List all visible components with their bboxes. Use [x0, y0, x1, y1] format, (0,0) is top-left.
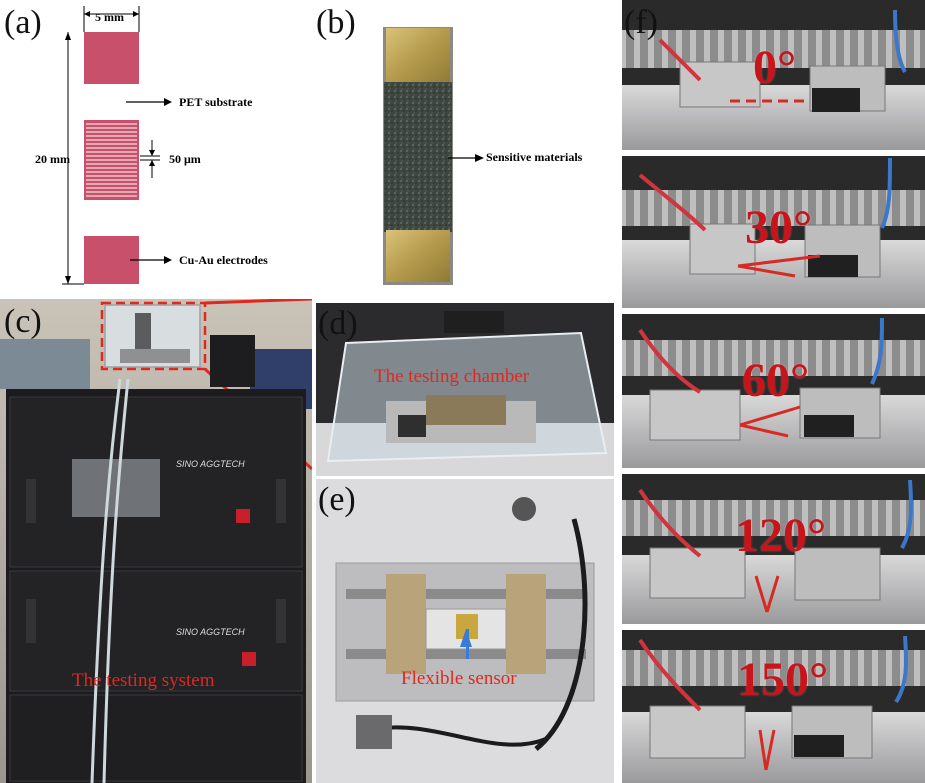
- gap-label: 50 μm: [169, 152, 201, 166]
- electrode-label: Cu-Au electrodes: [179, 253, 268, 267]
- angle-label-30: 30°: [745, 201, 813, 254]
- panel-f: (f) 0° 30° 60° 120° 150°: [620, 0, 925, 783]
- angle-label-60: 60°: [742, 354, 810, 407]
- panel-a: (a): [0, 0, 310, 295]
- panel-c: (c) SINO AGGTECH SINO AGGTECH The testin…: [0, 299, 312, 783]
- angle-label-150: 150°: [737, 653, 829, 706]
- bending-angle-photos: [620, 0, 925, 783]
- panel-d: (d) The testing chamber: [316, 303, 614, 476]
- testing-system-label: The testing system: [72, 670, 215, 691]
- panel-a-letter: (a): [4, 4, 42, 41]
- frame-120deg: [622, 474, 925, 624]
- panel-d-letter: (d): [318, 305, 358, 342]
- pet-substrate-label: PET substrate: [179, 95, 253, 109]
- pet-window-bottom: [84, 200, 139, 236]
- flexible-sensor-label: Flexible sensor: [401, 668, 517, 689]
- panel-e-letter: (e): [318, 481, 356, 518]
- brand-label-upper: SINO AGGTECH: [176, 459, 245, 469]
- gold-pad-bottom: [386, 230, 450, 282]
- height-label: 20 mm: [35, 152, 70, 166]
- brand-label-lower: SINO AGGTECH: [176, 627, 245, 637]
- sensor-photo: [383, 27, 484, 285]
- interdigitated-lines: [86, 123, 137, 197]
- testing-chamber-label: The testing chamber: [374, 366, 530, 387]
- flexible-sensor-photo: [316, 479, 614, 783]
- frame-0deg: [622, 0, 925, 150]
- electrode-body: [84, 32, 139, 284]
- panel-e: (e) Flexible sensor: [316, 479, 614, 783]
- angle-label-0: 0°: [753, 41, 797, 94]
- panel-b-letter: (b): [316, 4, 356, 41]
- panel-c-letter: (c): [4, 303, 42, 340]
- gold-pad-top: [386, 28, 450, 84]
- frame-150deg: [622, 630, 925, 783]
- panel-f-letter: (f): [624, 4, 658, 41]
- frame-60deg: [622, 314, 925, 468]
- testing-chamber-photo: [316, 303, 614, 476]
- electrode-diagram: [62, 6, 172, 285]
- width-label: 5 mm: [95, 10, 124, 24]
- angle-label-120: 120°: [735, 509, 827, 562]
- frame-30deg: [622, 156, 925, 308]
- panel-b: (b) Sensitive materials: [310, 0, 620, 295]
- testing-system-photo: [0, 299, 312, 783]
- sensitive-materials-label: Sensitive materials: [486, 150, 583, 164]
- sensing-layer: [384, 82, 452, 232]
